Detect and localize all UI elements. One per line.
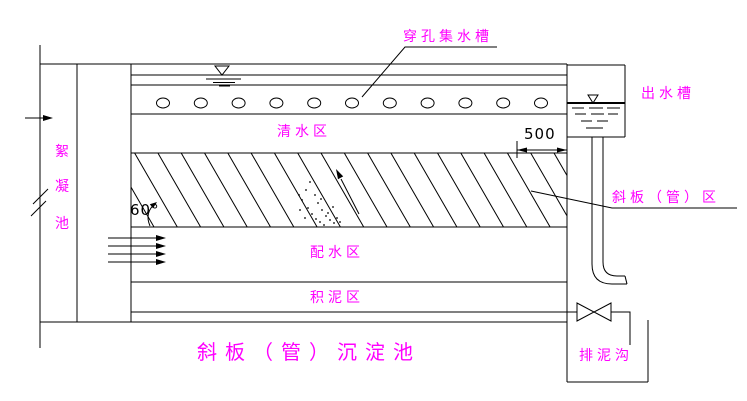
label-perforated-collection-trough: 穿孔集水槽 [403,28,493,45]
label-clear-water-zone: 清水区 [277,124,331,140]
angle-arc [147,202,157,227]
label-distribution-zone: 配水区 [310,245,364,261]
settling-tank-walls [40,63,577,382]
label-flocculation-char-1: 絮 [55,143,73,160]
label-flocculation-char-3: 池 [55,216,73,232]
water-level-icon [206,65,241,87]
inclined-plate-hatch [131,153,567,227]
flocculation-tank-walls [30,45,78,348]
label-dimension-500: 500 [524,125,556,143]
water-level-icon [572,94,620,129]
label-inclined-plate-zone: 斜板（管）区 [612,190,720,206]
sludge-valve-icon [576,302,631,345]
label-sludge-drain: 排泥沟 [579,348,633,364]
label-sludge-zone: 积泥区 [310,290,364,306]
dimension-500 [516,141,567,158]
plate-flow-arrow [336,169,360,215]
pipe-break-icon [30,188,49,217]
label-outlet-trough: 出水槽 [641,86,695,102]
label-angle-60: 60° [130,201,160,219]
collection-trough-leader [361,46,497,98]
outlet-pipe [591,137,628,285]
diagram-title: 斜板（管）沉淀池 [197,340,421,364]
sludge-particles [298,181,341,226]
inlet-arrow [25,115,53,121]
label-flocculation-char-2: 凝 [55,179,73,195]
distribution-flow-arrows [108,235,166,265]
inclined-zone-leader [530,190,737,209]
sludge-drain-channel [567,320,649,383]
collection-trough-holes [156,97,548,109]
outlet-trough-box [567,64,626,138]
